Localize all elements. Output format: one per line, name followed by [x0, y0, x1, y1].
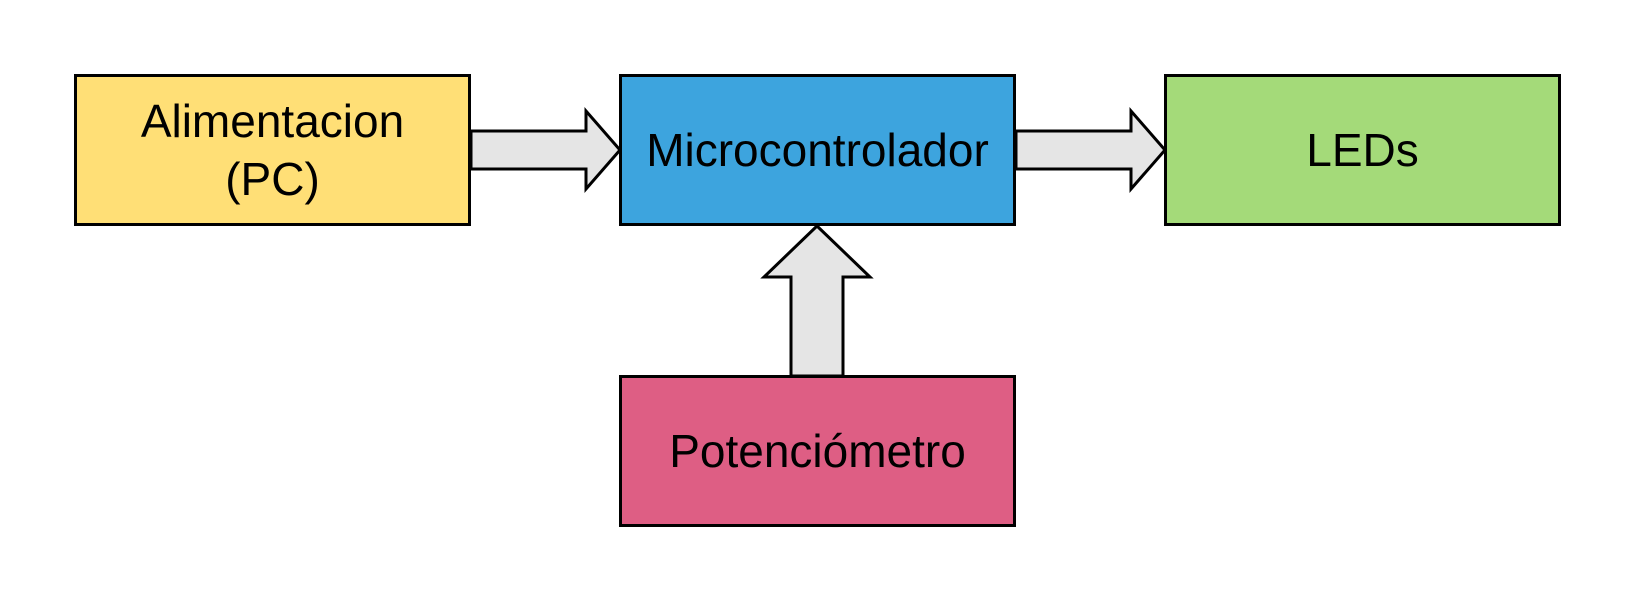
block-microcontrolador: Microcontrolador: [619, 74, 1016, 226]
block-potenciometro: Potenciómetro: [619, 375, 1016, 527]
block-alimentacion: Alimentacion (PC): [74, 74, 471, 226]
block-alimentacion-label: Alimentacion (PC): [140, 95, 405, 205]
block-microcontrolador-label: Microcontrolador: [646, 124, 989, 176]
arrow-alimentacion-to-microcontrolador: [469, 106, 622, 194]
block-leds-label: LEDs: [1306, 124, 1419, 176]
arrow-potenciometro-to-microcontrolador: [760, 223, 874, 378]
block-leds: LEDs: [1164, 74, 1561, 226]
block-potenciometro-label: Potenciómetro: [669, 425, 966, 477]
arrow-microcontrolador-to-leds: [1014, 106, 1167, 194]
